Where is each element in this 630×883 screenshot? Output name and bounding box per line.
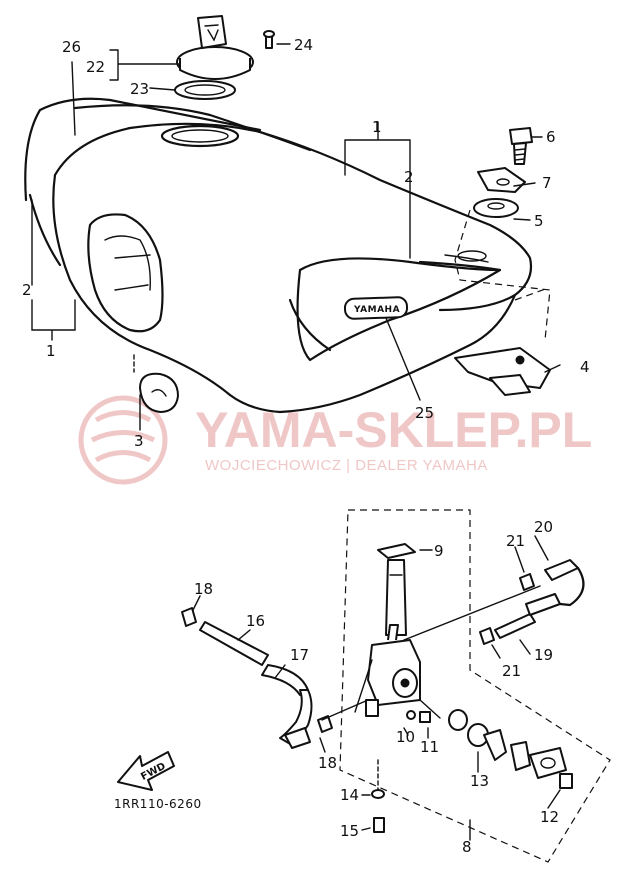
rubber-damper <box>473 198 519 218</box>
callout-20: 20 <box>534 518 553 536</box>
fuel-tank: YAMAHA <box>24 97 533 414</box>
fuel-cap-assembly <box>176 15 254 80</box>
callout-18-left: 18 <box>194 580 213 598</box>
callout-15: 15 <box>340 822 359 840</box>
callout-4: 4 <box>580 358 590 376</box>
upper-leader-lines <box>31 43 561 431</box>
cap-gasket <box>174 80 236 100</box>
callout-numbers: 26 22 23 24 1 2 6 7 5 2 1 4 25 3 9 20 21… <box>22 36 590 856</box>
callout-23: 23 <box>130 80 149 98</box>
callout-6: 6 <box>546 128 556 146</box>
watermark: YAMA-SKLEP.PL WOJCIECHOWICZ | DEALER YAM… <box>78 395 592 485</box>
fuel-petcock <box>354 559 421 717</box>
petcock-screw <box>406 710 431 723</box>
callout-7: 7 <box>542 174 552 192</box>
watermark-title: YAMA-SKLEP.PL <box>195 402 592 458</box>
vent-hose-clip <box>479 573 535 645</box>
forward-arrow-icon: FWD <box>117 751 175 791</box>
callout-10: 10 <box>396 728 415 746</box>
callout-18-bottom: 18 <box>318 754 337 772</box>
petcock-lever <box>448 709 567 779</box>
callout-19: 19 <box>534 646 553 664</box>
callout-11: 11 <box>420 738 439 756</box>
watermark-logo-icon <box>78 395 168 485</box>
cap-screw <box>263 30 275 49</box>
tank-emblem-badge: YAMAHA <box>343 296 409 320</box>
petcock-group-outline <box>339 509 611 863</box>
callout-9: 9 <box>434 542 444 560</box>
callout-14: 14 <box>340 786 359 804</box>
callout-8: 8 <box>462 838 472 856</box>
watermark-subtitle: WOJCIECHOWICZ | DEALER YAMAHA <box>205 457 488 474</box>
callout-1-side: 1 <box>46 342 56 360</box>
filler-cap <box>133 354 179 413</box>
callout-3: 3 <box>134 432 144 450</box>
lower-leader-lines <box>192 535 561 841</box>
lever-screw <box>559 773 573 789</box>
callout-17: 17 <box>290 646 309 664</box>
tank-emblem-text: YAMAHA <box>353 305 400 315</box>
petcock-gasket <box>377 543 416 559</box>
callout-22: 22 <box>86 58 105 76</box>
callout-5: 5 <box>534 212 544 230</box>
callout-13: 13 <box>470 772 489 790</box>
petcock-bolt <box>371 759 385 833</box>
callout-24: 24 <box>294 36 313 54</box>
callout-26: 26 <box>62 38 81 56</box>
callout-2-tank: 2 <box>404 168 414 186</box>
callout-12: 12 <box>540 808 559 826</box>
callout-2-side: 2 <box>22 281 32 299</box>
mount-bolt <box>509 127 533 165</box>
mount-bracket <box>454 347 551 396</box>
callout-21-top: 21 <box>506 532 525 550</box>
part-code: 1RR110-6260 <box>114 797 202 811</box>
vent-hose <box>494 559 585 639</box>
callout-21-bottom: 21 <box>502 662 521 680</box>
mount-washer <box>477 167 526 193</box>
callout-25: 25 <box>415 404 434 422</box>
callout-16: 16 <box>246 612 265 630</box>
fuel-hose <box>199 621 313 749</box>
callout-1-tank: 1 <box>372 118 382 136</box>
